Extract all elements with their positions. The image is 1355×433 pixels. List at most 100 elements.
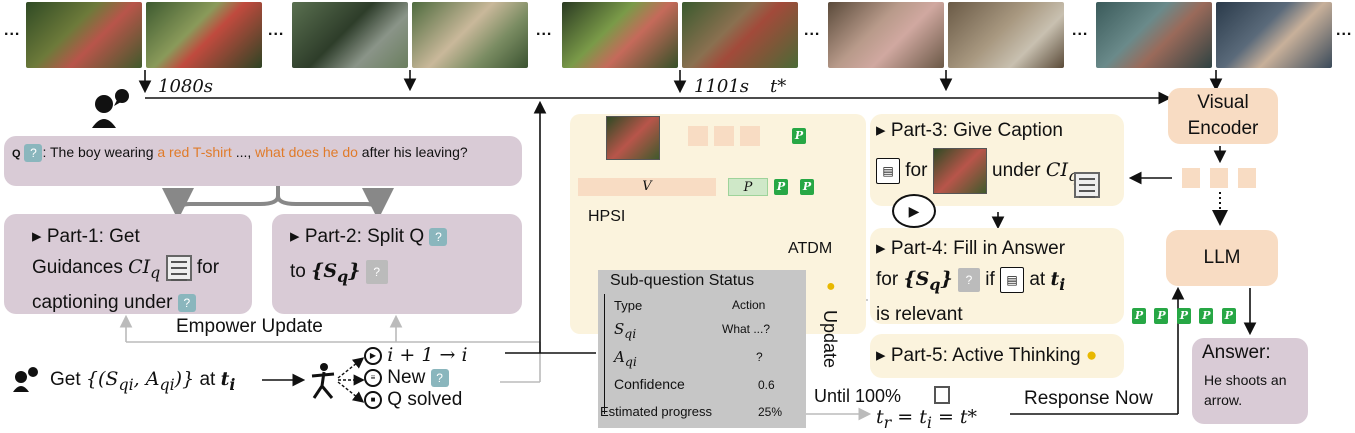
status-key-text: A — [614, 348, 625, 366]
question-text: : The boy wearing — [42, 144, 158, 160]
part-4-text: if — [985, 269, 995, 290]
formula-sub: qi — [159, 374, 175, 394]
answer-box: Answer: He shoots an arrow. — [1192, 338, 1308, 424]
formula: )} — [174, 368, 195, 390]
update-label-wrap: Update — [818, 310, 842, 376]
p-bar: P — [728, 178, 768, 196]
lightbulb-icon: ● — [826, 278, 836, 295]
token-block — [1182, 168, 1200, 188]
timestamp-tstar: t* — [770, 76, 787, 97]
question-icon: ? — [177, 293, 196, 312]
hpsi-label: HPSI — [588, 208, 626, 225]
part-4-box: ▸ Part-4: Fill in Answer for {Sq} ? if ▤… — [870, 228, 1124, 325]
part-3-text: for — [905, 160, 928, 182]
until-label: Until 100% — [814, 386, 902, 406]
ellipsis: ... — [268, 22, 285, 39]
user-small-icon — [12, 366, 40, 397]
question-icon: ? — [429, 227, 448, 246]
status-title: Sub-question Status — [610, 272, 755, 289]
status-key: Type — [614, 298, 642, 313]
status-key-text: Type — [614, 298, 643, 313]
timestamp-1101: 1101s — [694, 76, 750, 97]
step-solved: Q solved — [387, 389, 463, 410]
part-3-title: Part-3: Give Caption — [890, 120, 1063, 141]
sq-subscript: q — [337, 266, 349, 286]
answer-text: He shoots an arrow. — [1204, 372, 1287, 408]
get-label: Get — [50, 369, 81, 390]
termination-formula: tr = ti = t* — [876, 406, 977, 432]
part-4-text: for — [876, 269, 899, 290]
ti-subscript: i — [229, 374, 236, 394]
status-key-text: S — [614, 320, 625, 338]
formula: , A — [133, 368, 160, 390]
ti-symbol: t — [220, 368, 230, 390]
ellipsis: ... — [1072, 22, 1089, 39]
part-1-text: Guidances — [32, 257, 123, 278]
triangle-icon: ▸ — [876, 238, 886, 259]
video-frame — [562, 2, 678, 68]
question-highlight-2: what does he do — [255, 144, 358, 160]
status-value: What ...? — [722, 322, 771, 336]
lightbulb-icon: ● — [1085, 345, 1098, 366]
video-frame — [412, 2, 528, 68]
frame-thumbnail — [932, 148, 987, 194]
status-key-sub: qi — [624, 326, 637, 341]
p-token: P — [774, 179, 788, 195]
ci-subscript: q — [1068, 166, 1078, 185]
token-block — [1238, 168, 1256, 188]
status-key-sub: qi — [624, 354, 637, 369]
p-token: P — [792, 128, 806, 144]
visual-encoder-label: Encoder — [1187, 118, 1259, 139]
get-answers-text: Get {(Sqi, Aqi)} at ti — [50, 368, 235, 394]
visual-encoder-label: Visual — [1197, 92, 1249, 113]
part-3-text: under — [992, 160, 1041, 182]
ellipsis: ... — [804, 22, 821, 39]
video-loop-icon: ▶ — [892, 194, 936, 228]
video-frame — [146, 2, 262, 68]
status-divider — [604, 294, 605, 414]
at-label: at — [199, 369, 216, 390]
ellipsis: ... — [1336, 22, 1353, 39]
ti-subscript: i — [1059, 274, 1066, 294]
building-icon: ▤ — [876, 158, 900, 184]
ci-symbol: CI — [1045, 159, 1068, 182]
token-block — [1210, 168, 1228, 188]
video-frame — [1216, 2, 1332, 68]
answer-title: Answer: — [1202, 342, 1271, 363]
v-label: V — [642, 179, 652, 194]
timestamp-1080: 1080s — [158, 76, 214, 97]
ti-symbol: t — [1050, 268, 1060, 290]
part-1-box: ▸ Part-1: Get Guidances CIq for captioni… — [4, 214, 252, 314]
formula: = t — [891, 406, 927, 428]
formula-sub: i — [926, 412, 932, 432]
video-frame — [292, 2, 408, 68]
sq-symbol: {S — [903, 268, 930, 290]
part-4-text: is relevant — [876, 303, 963, 325]
status-value: Action — [732, 298, 766, 312]
user-speaking-icon — [90, 88, 132, 133]
refresh-icon: ≡ — [364, 368, 382, 387]
stop-icon: ■ — [364, 390, 382, 409]
triangle-icon: ▸ — [290, 226, 300, 247]
building-icon: ▤ — [1000, 266, 1025, 293]
step-new: New — [387, 367, 426, 388]
sq-subscript: q — [929, 274, 941, 294]
video-frame — [682, 2, 798, 68]
step-next: i + 1 → i — [387, 344, 468, 366]
p-token: P — [1221, 308, 1236, 324]
video-frame — [26, 2, 142, 68]
v-bar: V — [578, 178, 716, 196]
ci-subscript: q — [150, 262, 161, 282]
token-block — [714, 126, 734, 146]
part-2-title: Part-2: Split Q — [304, 226, 425, 247]
response-now-label: Response Now — [1024, 388, 1153, 409]
status-key: Confidence — [614, 376, 685, 392]
llm-box: LLM — [1166, 230, 1278, 286]
triangle-icon: ▸ — [876, 345, 886, 366]
status-key: Sqi — [614, 320, 636, 341]
part-5-title: Part-5: Active Thinking — [890, 345, 1081, 366]
part-1-text: captioning under — [32, 291, 173, 313]
question-label: Q — [12, 148, 21, 160]
part-2-box: ▸ Part-2: Split Q ? to {Sq} ? — [272, 214, 522, 314]
sq-symbol: } — [348, 260, 361, 282]
